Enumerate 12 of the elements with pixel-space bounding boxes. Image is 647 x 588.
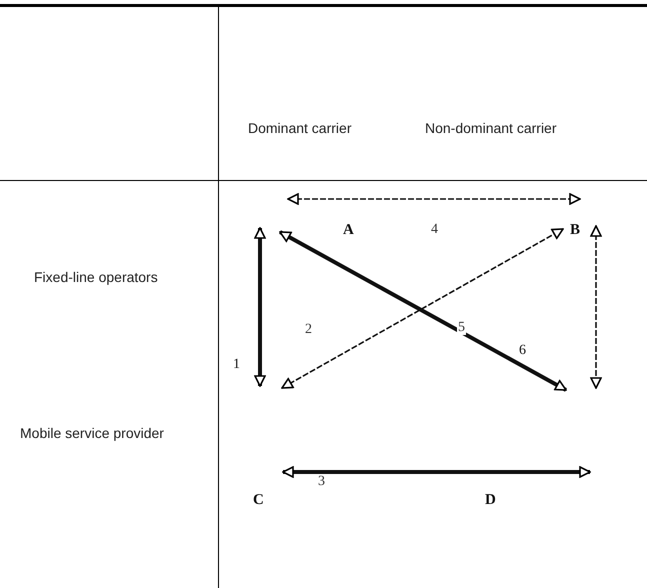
table-header-text: Mobile service provider <box>20 425 164 441</box>
table-header-text: Non-dominant carrier <box>425 120 556 136</box>
node-letter: A <box>343 222 354 238</box>
node-letter: D <box>485 492 496 508</box>
arrow <box>282 466 591 478</box>
arrow <box>287 193 581 205</box>
edge-label: 5 <box>457 320 466 335</box>
node-letter: C <box>253 492 264 508</box>
node-letter: B <box>570 222 580 238</box>
table-header-text: Fixed-line operators <box>34 269 158 285</box>
table-header-text: Dominant carrier <box>248 120 352 136</box>
arrow <box>590 225 602 389</box>
